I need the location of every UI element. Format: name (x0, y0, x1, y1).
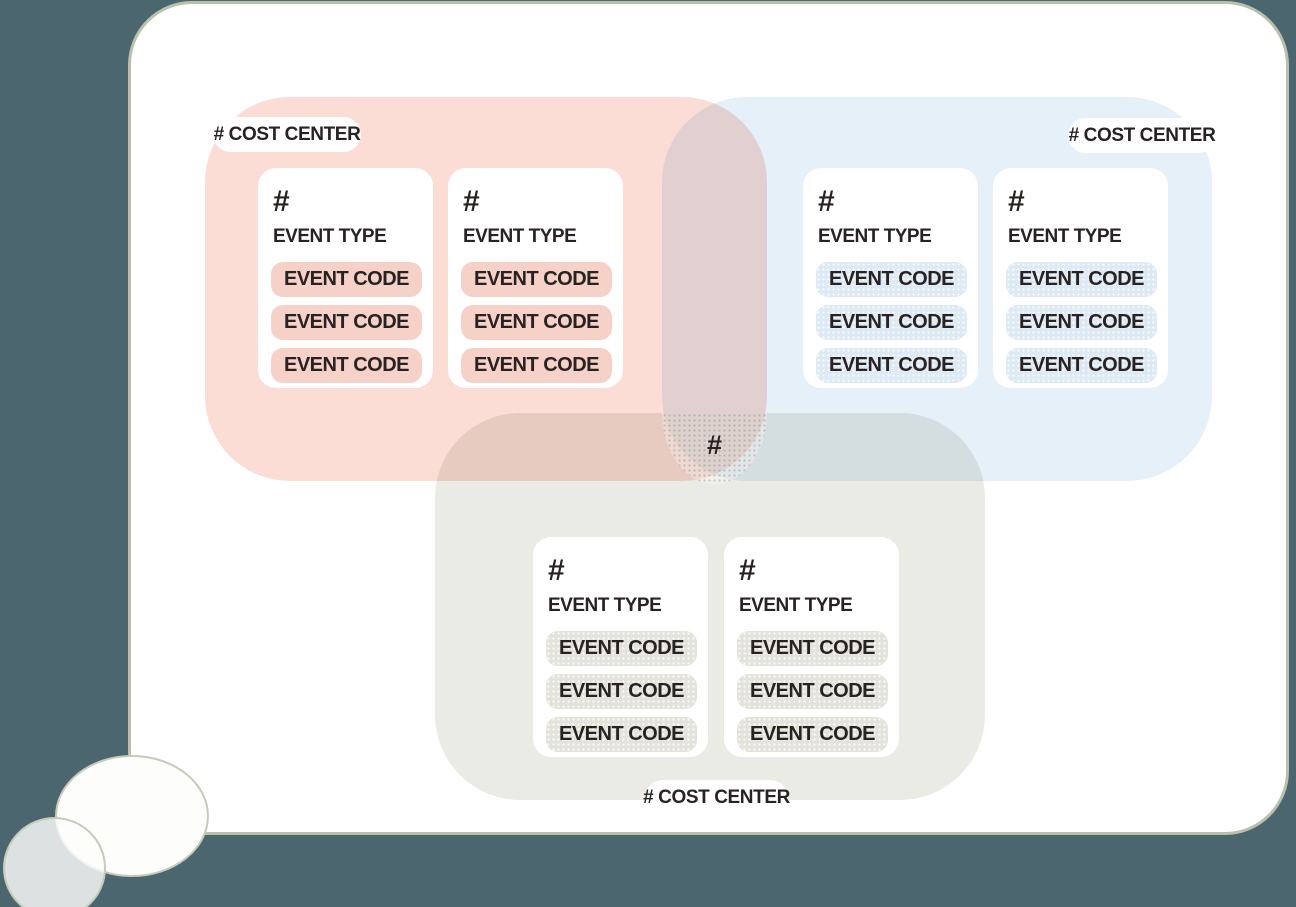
hash-symbol: # (273, 185, 290, 218)
hash-symbol: # (1008, 185, 1025, 218)
event-code-pill: EVENT CODE (1006, 305, 1157, 340)
card-title: EVENT TYPE (739, 595, 853, 616)
event-code-pill: EVENT CODE (816, 305, 967, 340)
event-code-pill: EVENT CODE (737, 631, 888, 666)
cost-center-badge-blue: # COST CENTER (1068, 118, 1216, 153)
event-code-pill: EVENT CODE (816, 348, 967, 383)
event-code-pill: EVENT CODE (271, 262, 422, 297)
event-type-card: # EVENT TYPE EVENT CODE EVENT CODE EVENT… (533, 537, 708, 757)
event-type-card: # EVENT TYPE EVENT CODE EVENT CODE EVENT… (724, 537, 899, 757)
hash-symbol: # (548, 554, 565, 587)
event-code-pill: EVENT CODE (816, 262, 967, 297)
event-code-pill: EVENT CODE (461, 305, 612, 340)
card-title: EVENT TYPE (273, 226, 387, 247)
card-title: EVENT TYPE (818, 226, 932, 247)
event-code-pill: EVENT CODE (546, 674, 697, 709)
card-title: EVENT TYPE (1008, 226, 1122, 247)
cost-center-badge-pink: # COST CENTER (213, 117, 361, 152)
event-code-pill: EVENT CODE (271, 348, 422, 383)
event-code-pill: EVENT CODE (271, 305, 422, 340)
event-code-pill: EVENT CODE (461, 348, 612, 383)
hash-symbol: # (818, 185, 835, 218)
event-code-pill: EVENT CODE (1006, 262, 1157, 297)
event-type-card: # EVENT TYPE EVENT CODE EVENT CODE EVENT… (803, 168, 978, 388)
card-title: EVENT TYPE (548, 595, 662, 616)
event-type-card: # EVENT TYPE EVENT CODE EVENT CODE EVENT… (258, 168, 433, 388)
hash-symbol: # (463, 185, 480, 218)
event-code-pill: EVENT CODE (461, 262, 612, 297)
event-code-pill: EVENT CODE (737, 717, 888, 752)
event-type-card: # EVENT TYPE EVENT CODE EVENT CODE EVENT… (448, 168, 623, 388)
card-title: EVENT TYPE (463, 226, 577, 247)
decor-circle-small (3, 817, 106, 907)
event-code-pill: EVENT CODE (546, 631, 697, 666)
event-code-pill: EVENT CODE (1006, 348, 1157, 383)
cost-center-badge-gray: # COST CENTER (643, 780, 790, 815)
event-type-card: # EVENT TYPE EVENT CODE EVENT CODE EVENT… (993, 168, 1168, 388)
event-code-pill: EVENT CODE (737, 674, 888, 709)
hash-symbol: # (739, 554, 756, 587)
event-code-pill: EVENT CODE (546, 717, 697, 752)
